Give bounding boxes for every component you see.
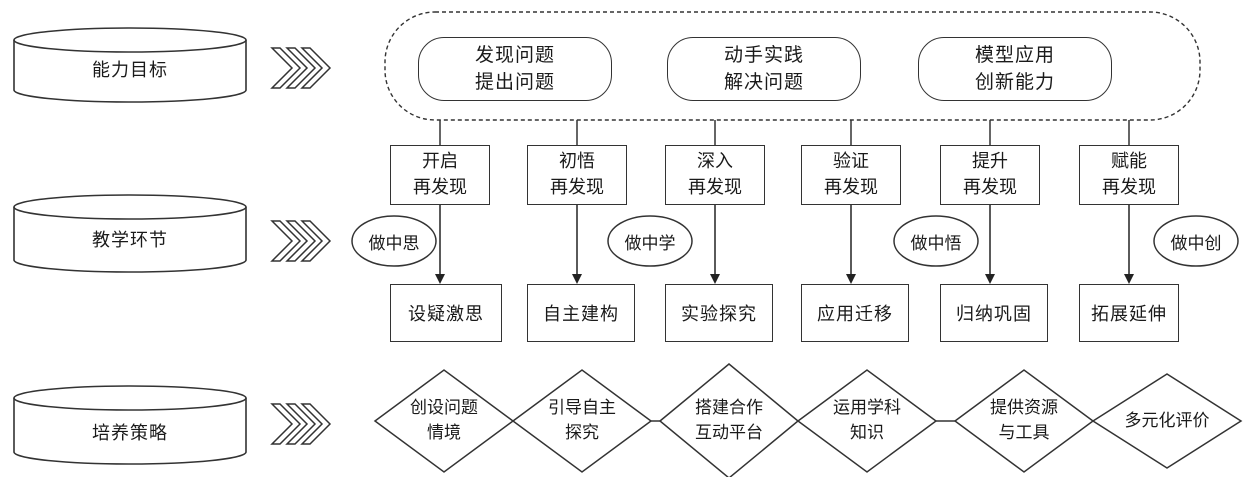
row-label-strategy: 培养策略 [92,423,168,444]
cylinder-teaching [13,194,247,273]
strategy-line: 搭建合作 [695,398,763,418]
oval-label-1: 做中思 [368,233,420,254]
phase-box-4: 验证 再发现 [801,145,901,205]
phase-line: 再发现 [963,177,1017,198]
goal-box-3: 模型应用 创新能力 [918,37,1112,101]
phase-line: 开启 [422,151,458,172]
phase-box-3: 深入 再发现 [665,145,765,205]
phase-box-1: 开启 再发现 [390,145,490,205]
oval-label-4: 做中创 [1170,233,1222,254]
phase-line: 再发现 [550,177,604,198]
goal-line: 动手实践 [723,44,804,66]
phase-line: 深入 [697,151,733,172]
method-box-6: 拓展延伸 [1079,284,1179,342]
oval-zuozhongxue [607,215,693,267]
strategy-text-5: 提供资源 与工具 [974,396,1074,446]
diamond-6 [1091,373,1243,469]
strategy-line: 情境 [427,423,461,443]
strategy-line: 探究 [565,423,599,443]
goal-line: 提出问题 [474,71,555,93]
cylinder-ability [13,27,247,103]
method-box-5: 归纳巩固 [940,284,1048,342]
phase-box-5: 提升 再发现 [940,145,1040,205]
strategy-text-1: 创设问题 情境 [394,396,494,446]
phase-line: 再发现 [413,177,467,198]
strategy-line: 提供资源 [990,398,1058,418]
goals-frame [384,11,1201,121]
phase-line: 赋能 [1111,151,1147,172]
oval-label-3: 做中悟 [910,233,962,254]
method-box-1: 设疑激思 [390,284,502,342]
oval-zuozhongchuang [1153,215,1239,267]
frame-connectors [439,120,1130,145]
row-label-teaching: 教学环节 [92,230,168,251]
chevrons-strategy [270,403,332,445]
strategy-line: 互动平台 [695,423,763,443]
phase-line: 初悟 [559,151,595,172]
strategy-line: 多元化评价 [1124,410,1210,431]
chevrons-ability [270,47,332,89]
phase-line: 提升 [972,151,1008,172]
phase-line: 验证 [833,151,869,172]
strategy-text-3: 搭建合作 互动平台 [679,396,779,446]
strategy-line: 运用学科 [833,398,901,418]
goal-line: 模型应用 [974,44,1055,66]
oval-zuozhongwu [893,215,979,267]
strategy-line: 引导自主 [548,398,616,418]
strategy-text-6: 多元化评价 [1107,396,1227,446]
strategy-line: 创设问题 [410,398,478,418]
phase-line: 再发现 [824,177,878,198]
method-box-2: 自主建构 [527,284,635,342]
phase-line: 再发现 [688,177,742,198]
oval-label-2: 做中学 [624,233,676,254]
oval-zuozhongsi [351,215,437,267]
phase-method-arrows [435,205,1134,284]
goal-box-1: 发现问题 提出问题 [418,37,612,101]
goal-box-2: 动手实践 解决问题 [667,37,861,101]
goal-line: 创新能力 [974,71,1055,93]
strategy-text-2: 引导自主 探究 [532,396,632,446]
strategy-text-4: 运用学科 知识 [817,396,917,446]
strategy-line: 知识 [850,423,884,443]
method-box-3: 实验探究 [665,284,773,342]
row-label-ability: 能力目标 [92,60,168,81]
goal-line: 解决问题 [723,71,804,93]
strategy-line: 与工具 [998,423,1050,443]
goal-line: 发现问题 [474,44,555,66]
phase-line: 再发现 [1102,177,1156,198]
chevrons-teaching [270,220,332,262]
phase-box-2: 初悟 再发现 [527,145,627,205]
phase-box-6: 赋能 再发现 [1079,145,1179,205]
method-box-4: 应用迁移 [801,284,909,342]
cylinder-strategy [13,385,247,465]
